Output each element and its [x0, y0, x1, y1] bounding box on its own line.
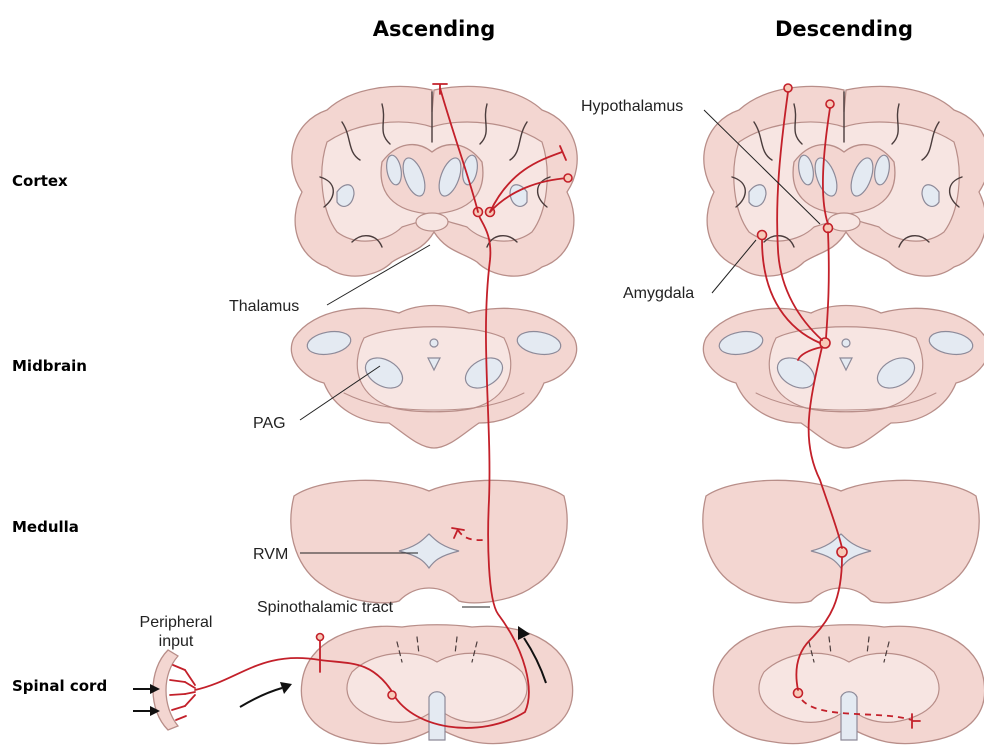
- descending-spinal-section: [713, 625, 984, 744]
- row-label-medulla: Medulla: [12, 518, 79, 536]
- ascending-heading: Ascending: [373, 17, 496, 41]
- amygdala-label: Amygdala: [623, 285, 694, 302]
- ascending-spinal-section: [301, 625, 572, 744]
- descending-cortex-section: [704, 86, 984, 276]
- descending-cortical-neuron-2: [826, 100, 834, 108]
- descending-amygdala-neuron: [758, 231, 767, 240]
- signal-direction-arrow-lower: [240, 682, 292, 707]
- peripheral-input-label-line1: Peripheral: [140, 614, 213, 631]
- ascending-dorsal-horn-neuron: [388, 691, 396, 699]
- ascending-spinal-neuron: [317, 634, 324, 641]
- row-label-spinal-cord: Spinal cord: [12, 677, 107, 695]
- peripheral-input-label-line2: input: [159, 633, 194, 650]
- spinothalamic-tract-label: Spinothalamic tract: [257, 599, 394, 616]
- pag-label: PAG: [253, 415, 286, 432]
- hypothalamus-label: Hypothalamus: [581, 98, 683, 115]
- row-label-midbrain: Midbrain: [12, 357, 87, 375]
- descending-heading: Descending: [775, 17, 913, 41]
- peripheral-skin-section: [153, 650, 195, 730]
- thalamus-label: Thalamus: [229, 298, 299, 315]
- descending-cortical-neuron-1: [784, 84, 792, 92]
- row-label-cortex: Cortex: [12, 172, 68, 190]
- ascending-cortex-section: [292, 86, 577, 276]
- ascending-midbrain-section: [291, 306, 576, 449]
- ascending-cortical-neuron: [564, 174, 572, 182]
- descending-midbrain-section: [703, 306, 984, 449]
- rvm-label: RVM: [253, 546, 288, 563]
- ascending-medulla-section: [291, 480, 567, 603]
